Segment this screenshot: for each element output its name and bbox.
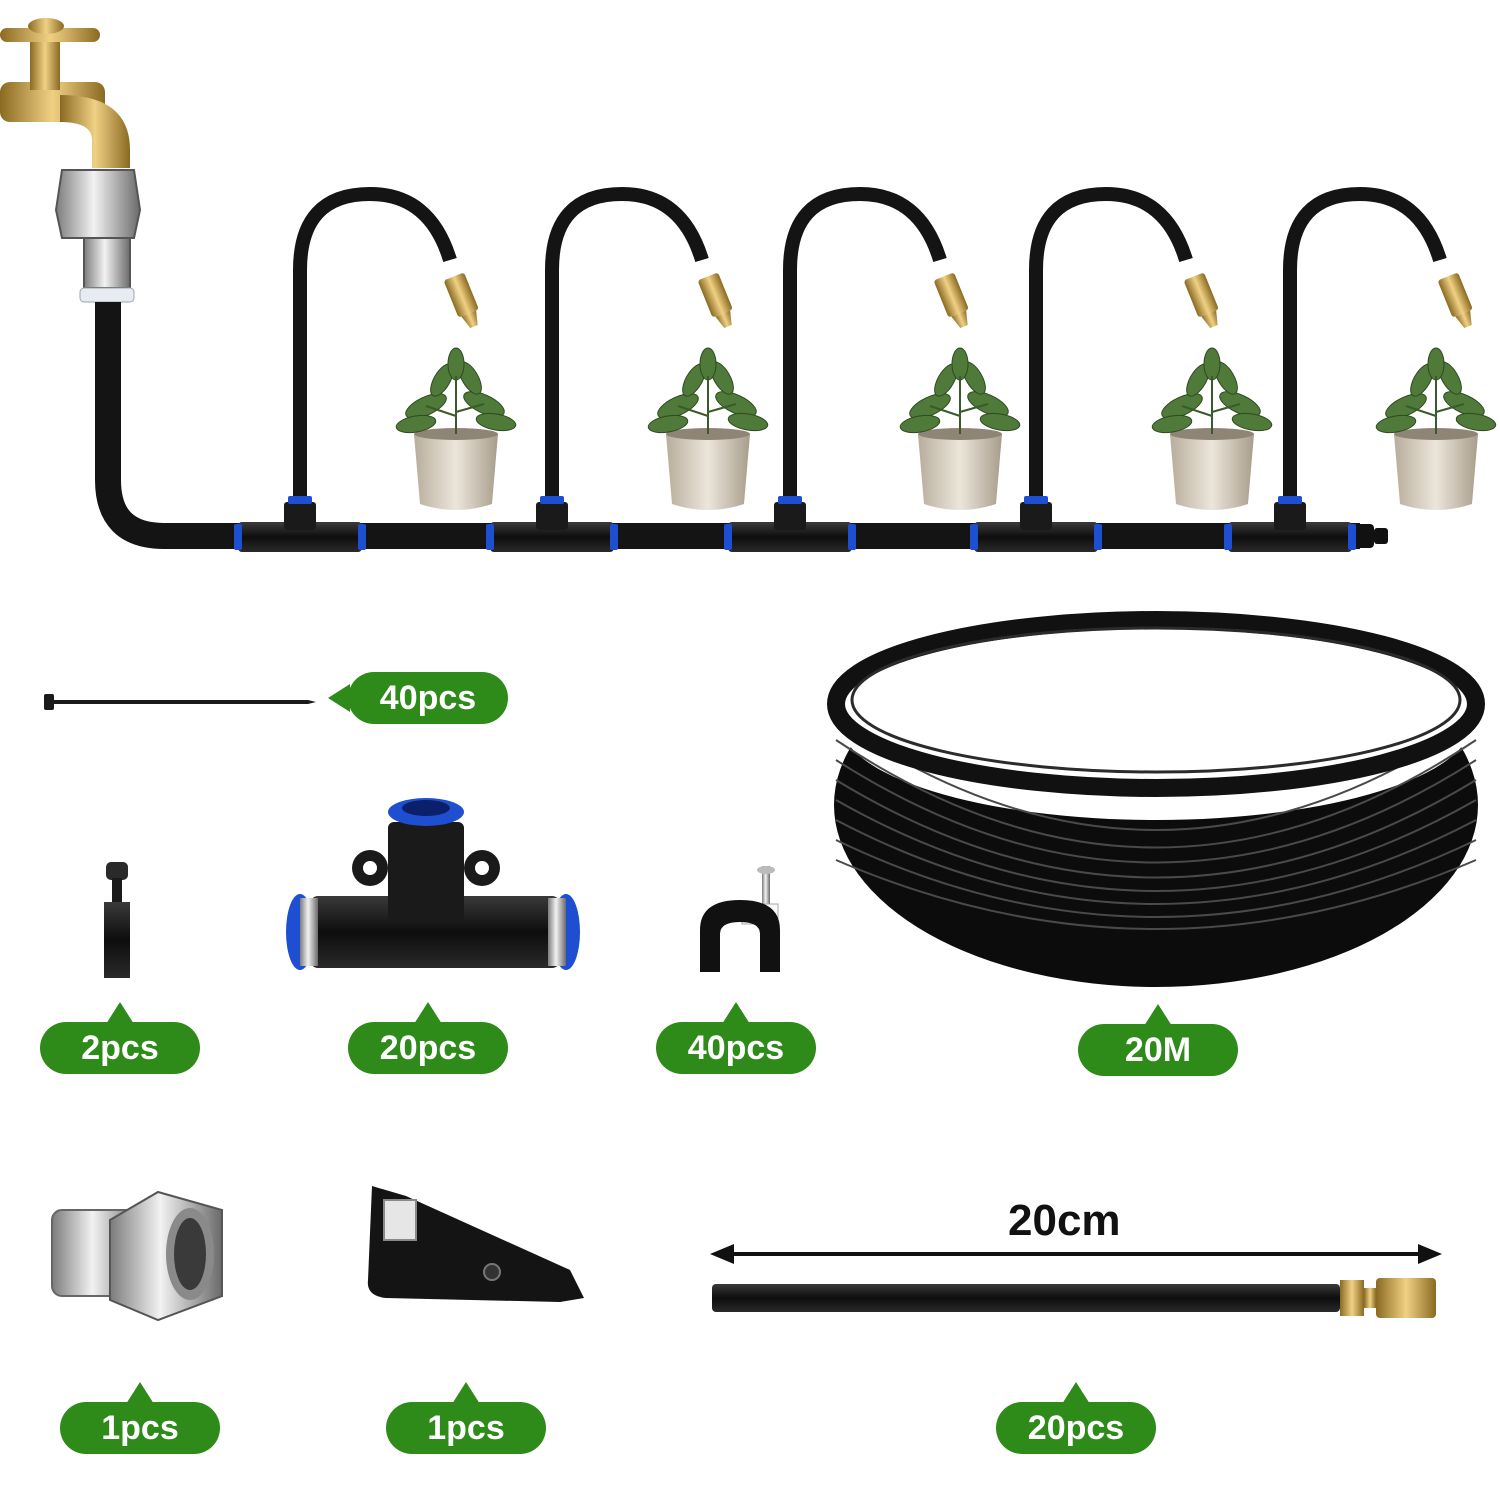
end-plug-quantity-badge: 2pcs (40, 1002, 200, 1074)
tee-connector-icon (486, 496, 618, 552)
double-arrow-icon (710, 1244, 1442, 1264)
zip-tie-quantity-badge: 40pcs (328, 672, 508, 724)
branch-2 (486, 186, 771, 552)
branch-4 (970, 186, 1275, 552)
potted-plant-icon (1373, 347, 1499, 511)
misting-nozzle-icon (1183, 272, 1225, 331)
extension-hose-quantity-badge: 20pcs (996, 1382, 1156, 1454)
tee-connector-icon (724, 496, 856, 552)
faucet-adapter-quantity-badge: 1pcs (60, 1382, 220, 1454)
misting-nozzle-icon (443, 272, 485, 331)
extension-hose-icon (712, 1278, 1436, 1318)
branch-5 (1224, 186, 1499, 552)
potted-plant-icon (1149, 347, 1275, 511)
faucet-icon (0, 18, 142, 303)
tube-cutter-quantity-badge: 1pcs (386, 1382, 546, 1454)
potted-plant-icon (645, 347, 771, 511)
tee-connector-quantity-badge: 20pcs (348, 1002, 508, 1074)
tee-connector-icon (234, 496, 366, 552)
tube-cutter-icon (367, 1186, 584, 1302)
end-plug-icon (104, 862, 130, 978)
tee-connector-large-icon (286, 798, 580, 970)
main-tubing-line (95, 302, 1388, 549)
hose-length-label: 20cm (1008, 1196, 1121, 1245)
zip-tie-icon (44, 694, 316, 710)
potted-plant-icon (897, 347, 1023, 511)
misting-nozzle-icon (1437, 272, 1479, 331)
branch-3 (724, 186, 1023, 552)
tubing-coil-icon (827, 611, 1485, 987)
misting-nozzle-icon (697, 272, 739, 331)
tube-clamp-quantity-badge: 40pcs (656, 1002, 816, 1074)
branch-1 (234, 186, 519, 552)
tube-clamp-icon (700, 866, 780, 972)
misting-nozzle-icon (933, 272, 975, 331)
potted-plant-icon (393, 347, 519, 511)
tubing-length-badge: 20M (1078, 1004, 1238, 1076)
faucet-adapter-icon (51, 1190, 223, 1322)
